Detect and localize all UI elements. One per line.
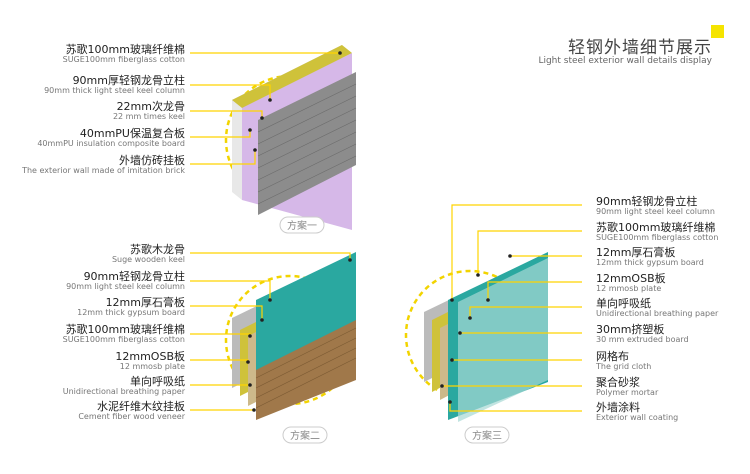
scheme-2-illustration bbox=[224, 252, 357, 420]
scheme-3-illustration bbox=[404, 252, 548, 422]
coating-layer bbox=[458, 258, 548, 422]
scheme-1-illustration bbox=[224, 45, 357, 230]
leader-lines bbox=[190, 52, 582, 412]
page-subtitle: Light steel exterior wall details displa… bbox=[538, 56, 712, 66]
page-title: 轻钢外墙细节展示 bbox=[568, 38, 712, 58]
scheme-1-tag: 方案一 bbox=[287, 219, 317, 232]
brick-lines bbox=[257, 83, 357, 205]
title-accent-square bbox=[711, 25, 724, 38]
scheme-3-tag: 方案三 bbox=[472, 429, 502, 442]
scheme-1-tag-frame bbox=[279, 216, 325, 234]
scheme-2-tag: 方案二 bbox=[290, 429, 320, 442]
scheme-3-tag-frame bbox=[464, 426, 510, 444]
keel-edge bbox=[232, 100, 242, 200]
scheme-2-tag-frame bbox=[282, 426, 328, 444]
scheme-tags: 方案一 方案二 方案三 bbox=[279, 216, 510, 444]
leader-dots bbox=[246, 51, 512, 412]
insulation-top bbox=[232, 45, 352, 108]
wood-veneer bbox=[256, 320, 356, 420]
wood-grain bbox=[255, 327, 357, 409]
